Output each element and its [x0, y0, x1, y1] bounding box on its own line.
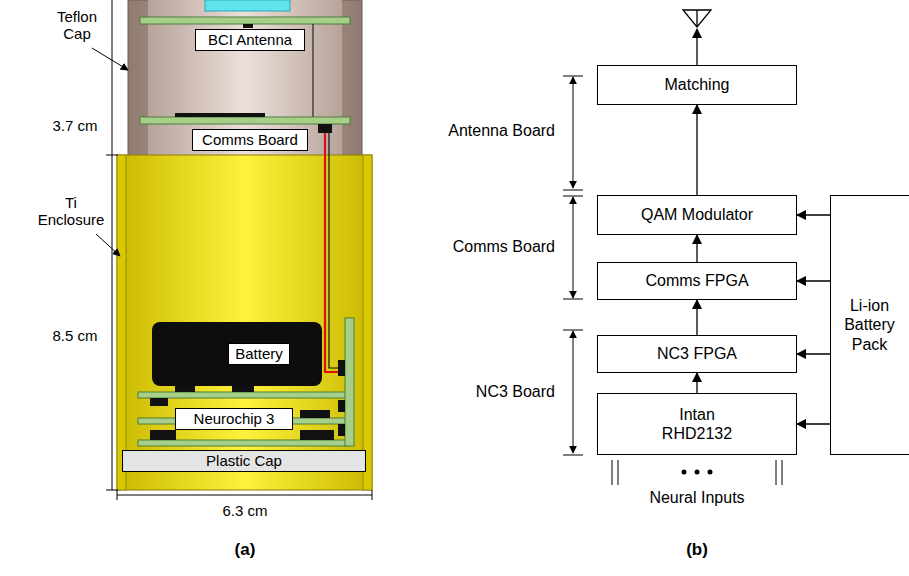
- ti-wall: [363, 155, 372, 490]
- nc3-board: [138, 440, 350, 446]
- teflon-cap: [128, 0, 362, 156]
- antenna-feed: [312, 24, 313, 117]
- nc3-chip: [300, 430, 334, 440]
- bracket: [573, 331, 574, 453]
- part-name: Teflon Cap: [44, 8, 110, 43]
- side-connector: [338, 360, 345, 376]
- battery-box: Li-ion Battery Pack: [830, 195, 909, 455]
- process-box: Matching: [597, 65, 797, 105]
- dimension-tick: [372, 490, 373, 500]
- connector-arrow: [797, 280, 830, 281]
- bracket-tick: [563, 190, 583, 191]
- nc3-chip: [232, 386, 254, 392]
- bracket-tick: [563, 196, 583, 197]
- bracket: [573, 77, 574, 188]
- signal-name: Neural Inputs: [617, 489, 777, 507]
- process-box: QAM Modulator: [597, 195, 797, 235]
- label-box: Neurochip 3: [175, 408, 293, 430]
- battery-cell: [152, 322, 322, 386]
- connector-arrow: [696, 105, 697, 195]
- side-board: [345, 318, 354, 446]
- bracket-tick: [563, 330, 583, 331]
- leader-arrow: [96, 234, 120, 256]
- battery-wire: [329, 133, 346, 368]
- antenna-connector: [243, 24, 253, 28]
- dimension-line: [112, 155, 113, 490]
- ellipsis-dot: [708, 470, 713, 475]
- input-line: [612, 460, 613, 485]
- comms-board: [140, 117, 350, 124]
- nc3-board: [138, 392, 350, 398]
- dimension-line: [112, 0, 113, 155]
- node-text: BCI Antenna: [208, 31, 292, 49]
- comms-chip: [175, 113, 265, 117]
- ellipsis-dot: [695, 470, 700, 475]
- node-text: NC3 FPGA: [657, 344, 737, 363]
- plastic-cap: Plastic Cap: [122, 450, 366, 472]
- board-name: Comms Board: [400, 238, 555, 256]
- nc3-chip: [300, 410, 330, 418]
- board-name: NC3 Board: [400, 383, 555, 401]
- process-box: Comms FPGA: [597, 262, 797, 300]
- connector-arrow: [797, 423, 830, 424]
- panel-letter: (a): [220, 540, 270, 560]
- node-text: Li-ion Battery Pack: [834, 296, 906, 354]
- connector-arrow: [696, 300, 697, 335]
- label-box: Battery: [228, 343, 290, 365]
- antenna-board: [140, 17, 350, 24]
- side-connector: [338, 400, 345, 412]
- connector-arrow: [696, 235, 697, 262]
- battery-wire: [325, 133, 346, 372]
- node-text: Plastic Cap: [206, 452, 282, 470]
- antenna-element: [205, 0, 290, 11]
- input-line: [776, 460, 777, 485]
- dimension: 3.7 cm: [44, 117, 106, 134]
- node-text: Matching: [665, 75, 730, 94]
- side-connector: [338, 424, 345, 436]
- antenna-feed-arrow: [696, 29, 697, 65]
- dimension-tick: [106, 490, 118, 491]
- bracket: [573, 197, 574, 298]
- input-line: [618, 460, 619, 485]
- label-box: Comms Board: [192, 129, 308, 151]
- node-text: Intan RHD2132: [652, 405, 742, 443]
- panel-letter: (b): [672, 540, 722, 560]
- label-box: BCI Antenna: [195, 29, 305, 51]
- process-box: Intan RHD2132: [597, 393, 797, 455]
- board-name: Antenna Board: [400, 122, 555, 140]
- connector-arrow: [797, 353, 830, 354]
- node-text: Battery: [235, 345, 283, 363]
- process-box: NC3 FPGA: [597, 335, 797, 373]
- node-text: Comms FPGA: [645, 271, 748, 290]
- bracket-tick: [563, 455, 583, 456]
- nc3-chip: [175, 386, 195, 392]
- ti-wall: [117, 155, 126, 490]
- antenna-symbol: [683, 10, 711, 27]
- nc3-chip: [150, 398, 168, 406]
- comms-connector: [318, 124, 332, 133]
- connector-arrow: [696, 373, 697, 393]
- dimension: 6.3 cm: [200, 502, 290, 519]
- leader-arrow: [92, 48, 128, 70]
- part-name: Ti Enclosure: [32, 194, 110, 229]
- node-text: Comms Board: [202, 131, 298, 149]
- ellipsis-dot: [682, 470, 687, 475]
- nc3-chip: [150, 430, 176, 440]
- bracket-tick: [563, 299, 583, 300]
- dimension-tick: [117, 490, 118, 500]
- node-text: Neurochip 3: [194, 410, 275, 428]
- dimension: 8.5 cm: [44, 327, 106, 344]
- ti-enclosure: [117, 155, 372, 490]
- connector-arrow: [797, 214, 830, 215]
- dimension-line: [117, 495, 372, 496]
- node-text: QAM Modulator: [641, 205, 753, 224]
- bracket-tick: [563, 76, 583, 77]
- input-line: [782, 460, 783, 485]
